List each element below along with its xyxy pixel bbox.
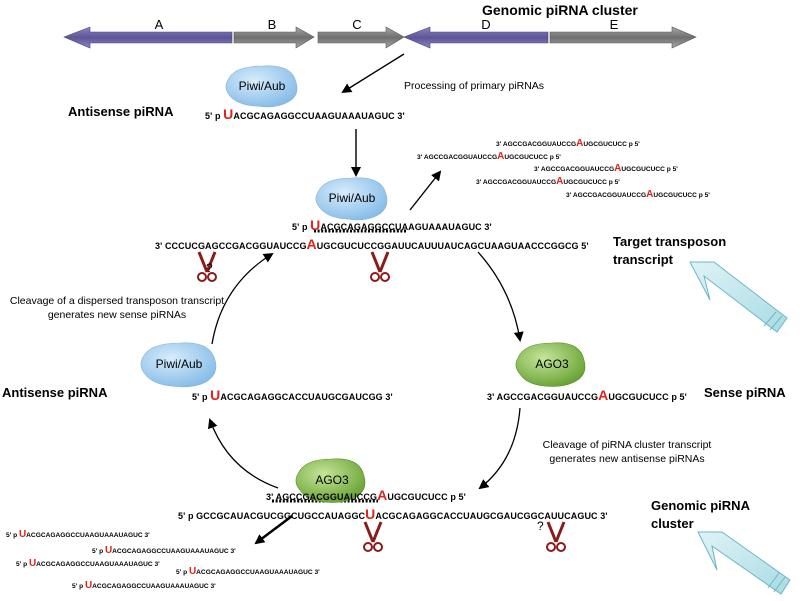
piwi-aub-blob-top (225, 65, 298, 108)
piwi-label-left: Piwi/Aub (155, 357, 203, 371)
target-transcript-label: Target transposon transcript (613, 234, 727, 267)
sequence-sense-bottom: 3' AGCCGACGGUAUCCGAUGCGUCUCC p 5' (266, 487, 466, 503)
antisense-label-left: Antisense piRNA (2, 385, 108, 400)
antisense-fan-sequence: 5' p UACGCAGAGGCCUAAGUAAAUAGUC 3' (6, 529, 150, 540)
cluster-title: Genomic piRNA cluster (482, 2, 638, 18)
sense-fan-sequence: 3' AGCCGACGGUAUCCGAUGCGUCUCC p 5' (417, 151, 561, 162)
processing-label: Processing of primary piRNAs (404, 80, 545, 92)
sequence-transposon-transcript: 3' CCCUCGAGCCGACGGUAUCCGAUGCGUCUCCGGAUUC… (155, 236, 589, 252)
sense-label-right: Sense piRNA (704, 385, 786, 400)
cluster-input-arrow (697, 531, 791, 595)
ago3-blob-right (515, 342, 586, 387)
ago3-label-right: AGO3 (535, 357, 569, 371)
scissors-icon (363, 521, 383, 552)
sense-fan-sequence: 3' AGCCGACGGUAUCCGAUGCGUCUCC p 5' (566, 189, 710, 200)
sense-fan-sequence: 3' AGCCGACGGUAUCCGAUGCGUCUCC p 5' (476, 176, 620, 187)
genomic-cluster-label: Genomic piRNA cluster (651, 498, 750, 531)
sequence-antisense-left: 5' p UACGCAGAGGCACCUAUGCGAUCGG 3' (192, 387, 393, 403)
piwi-aub-blob-mid (315, 177, 388, 221)
cluster-segment-a-arrow (63, 26, 233, 49)
cycle-arrow-left-up (208, 418, 279, 489)
segment-label-a: A (154, 17, 164, 32)
question-mark-left: ? (206, 261, 213, 275)
segment-label-b: B (267, 17, 277, 32)
cluster-segment-b-arrow (233, 26, 315, 49)
sense-fan-arrow (409, 170, 442, 211)
sequence-antisense-top: 5' p UACGCAGAGGCCUAAGUAAAUAGUC 3' (205, 106, 405, 122)
antisense-label-top: Antisense piRNA (68, 104, 174, 119)
piwi-label-mid: Piwi/Aub (328, 191, 376, 205)
scissors-icon (370, 251, 390, 282)
ago3-label-bottom: AGO3 (315, 473, 349, 487)
cluster-segment-e-arrow (549, 26, 697, 49)
antisense-fan-sequence: 5' p UACGCAGAGGCCUAAGUAAAUAGUC 3' (72, 580, 216, 591)
sequence-sense-right: 3' AGCCGACGGUAUCCGAUGCGUCUCC p 5' (487, 387, 687, 403)
piwi-label-top: Piwi/Aub (238, 79, 286, 93)
ago3-blob-bottom (295, 458, 366, 503)
piwi-aub-blob-left (140, 342, 217, 388)
caption-left-cleavage: Cleavage of a dispersed transposon trans… (9, 295, 225, 322)
segment-label-e: E (609, 17, 619, 32)
sequence-cluster-transcript: 5' p GCCGCAUACGUCGGCUGCCAUAGGCUACGCAGAGG… (178, 506, 608, 522)
antisense-fan-arrow (254, 515, 293, 545)
caption-right-cleavage: Cleavage of piRNA cluster transcript gen… (542, 439, 712, 466)
cluster-segment-c-arrow (317, 26, 405, 49)
cycle-arrow-right-bottom (478, 407, 521, 490)
scissors-icon (546, 521, 566, 552)
cluster-segment-d-arrow (403, 26, 549, 49)
sense-fan-sequence: 3' AGCCGACGGUAUCCGAUGCGUCUCC p 5' (496, 138, 640, 149)
cycle-arrow-right-down (477, 251, 524, 342)
scissors-icon (197, 251, 217, 282)
segment-label-c: C (352, 17, 362, 32)
processing-arrow (341, 53, 405, 94)
segment-label-d: D (481, 17, 491, 32)
transposon-input-arrow (689, 261, 788, 333)
cycle-arrow-left-top (211, 252, 274, 345)
antisense-fan-sequence: 5' p UACGCAGAGGCCUAAGUAAAUAGUC 3' (92, 545, 236, 556)
question-mark-bottom: ? (537, 519, 544, 533)
sequence-antisense-mid: 5' p UACGCAGAGGCCUAAGUAAAUAGUC 3' (292, 217, 492, 233)
antisense-fan-sequence: 5' p UACGCAGAGGCCUAAGUAAAUAGUC 3' (176, 566, 320, 577)
antisense-fan-sequence: 5' p UACGCAGAGGCCUAAGUAAAUAGUC 3' (16, 558, 160, 569)
sense-fan-sequence: 3' AGCCGACGGUAUCCGAUGCGUCUCC p 5' (534, 163, 678, 174)
